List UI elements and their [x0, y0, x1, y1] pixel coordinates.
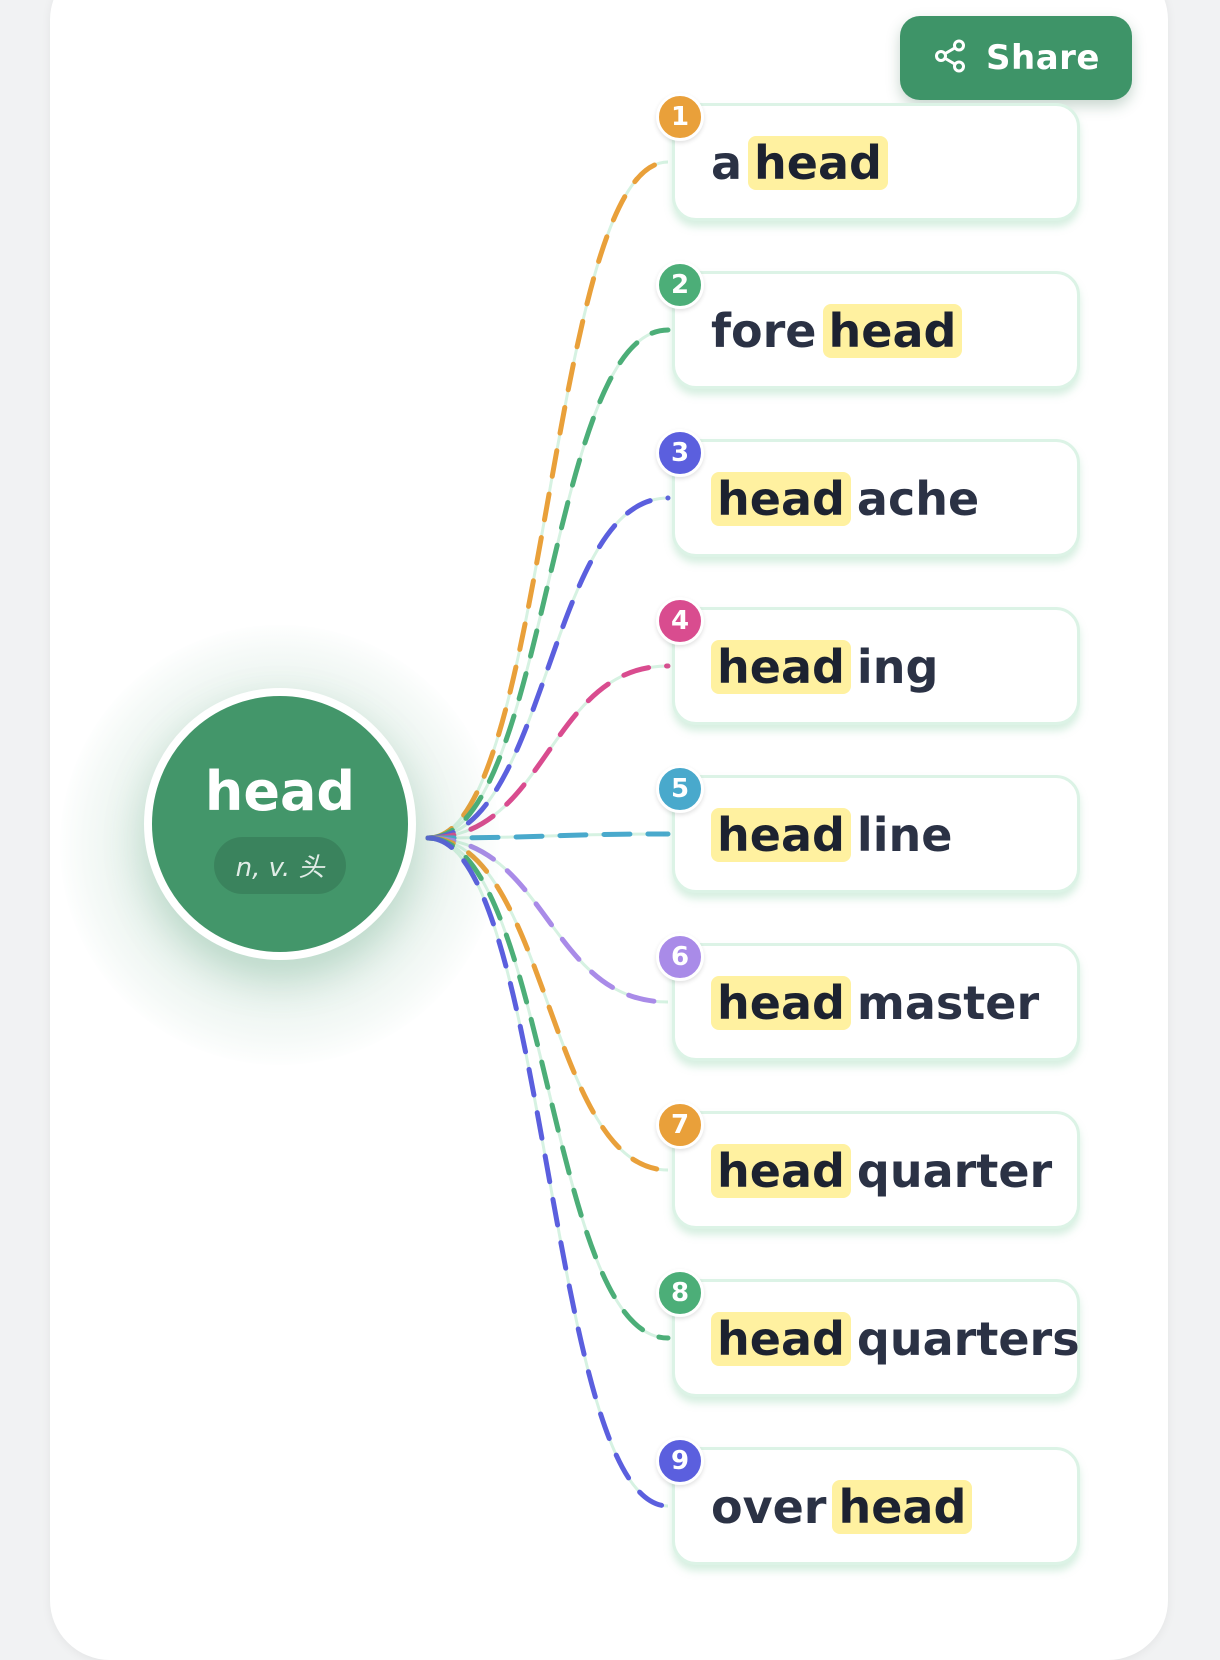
number-badge-9: 9 — [656, 1437, 704, 1485]
connector-line-4 — [425, 663, 671, 841]
root-word-node[interactable]: head n, v. 头 — [144, 688, 416, 960]
word-suffix: master — [856, 976, 1040, 1030]
connector-line-9 — [425, 835, 671, 1509]
word-suffix: line — [856, 808, 953, 862]
number-badge-5: 5 — [656, 765, 704, 813]
share-icon — [932, 38, 968, 78]
number-badge-2: 2 — [656, 261, 704, 309]
word-root-highlight: head — [711, 472, 851, 526]
number-badge-7: 7 — [656, 1101, 704, 1149]
number-badge-6: 6 — [656, 933, 704, 981]
connector-lines — [425, 159, 671, 1509]
connector-line-7 — [425, 835, 671, 1173]
number-badge-4: 4 — [656, 597, 704, 645]
number-badge-1: 1 — [656, 93, 704, 141]
word-suffix: quarters — [856, 1312, 1080, 1366]
connector-line-3 — [425, 495, 671, 841]
share-button[interactable]: Share — [900, 16, 1132, 100]
word-root-highlight: head — [711, 1312, 851, 1366]
root-word: head — [204, 760, 356, 823]
share-label: Share — [986, 38, 1100, 78]
word-root-highlight: head — [748, 136, 888, 190]
word-root-highlight: head — [822, 304, 963, 358]
word-prefix: over — [711, 1480, 827, 1534]
word-root-highlight: head — [711, 640, 851, 694]
connector-line-5 — [425, 831, 671, 841]
connector-line-8 — [425, 835, 671, 1341]
root-part-of-speech: n, v. 头 — [213, 837, 347, 894]
connector-line-6 — [425, 835, 671, 1005]
connector-line-1 — [425, 159, 671, 841]
word-prefix: fore — [711, 304, 817, 358]
number-badge-3: 3 — [656, 429, 704, 477]
word-suffix: ache — [856, 472, 980, 526]
word-prefix: a — [711, 136, 743, 190]
connector-line-2 — [425, 327, 671, 841]
number-badge-8: 8 — [656, 1269, 704, 1317]
word-root-highlight: head — [711, 808, 851, 862]
word-suffix: quarter — [856, 1144, 1053, 1198]
word-suffix: ing — [856, 640, 939, 694]
word-root-highlight: head — [711, 1144, 851, 1198]
word-root-highlight: head — [832, 1480, 973, 1534]
word-root-highlight: head — [711, 976, 851, 1030]
